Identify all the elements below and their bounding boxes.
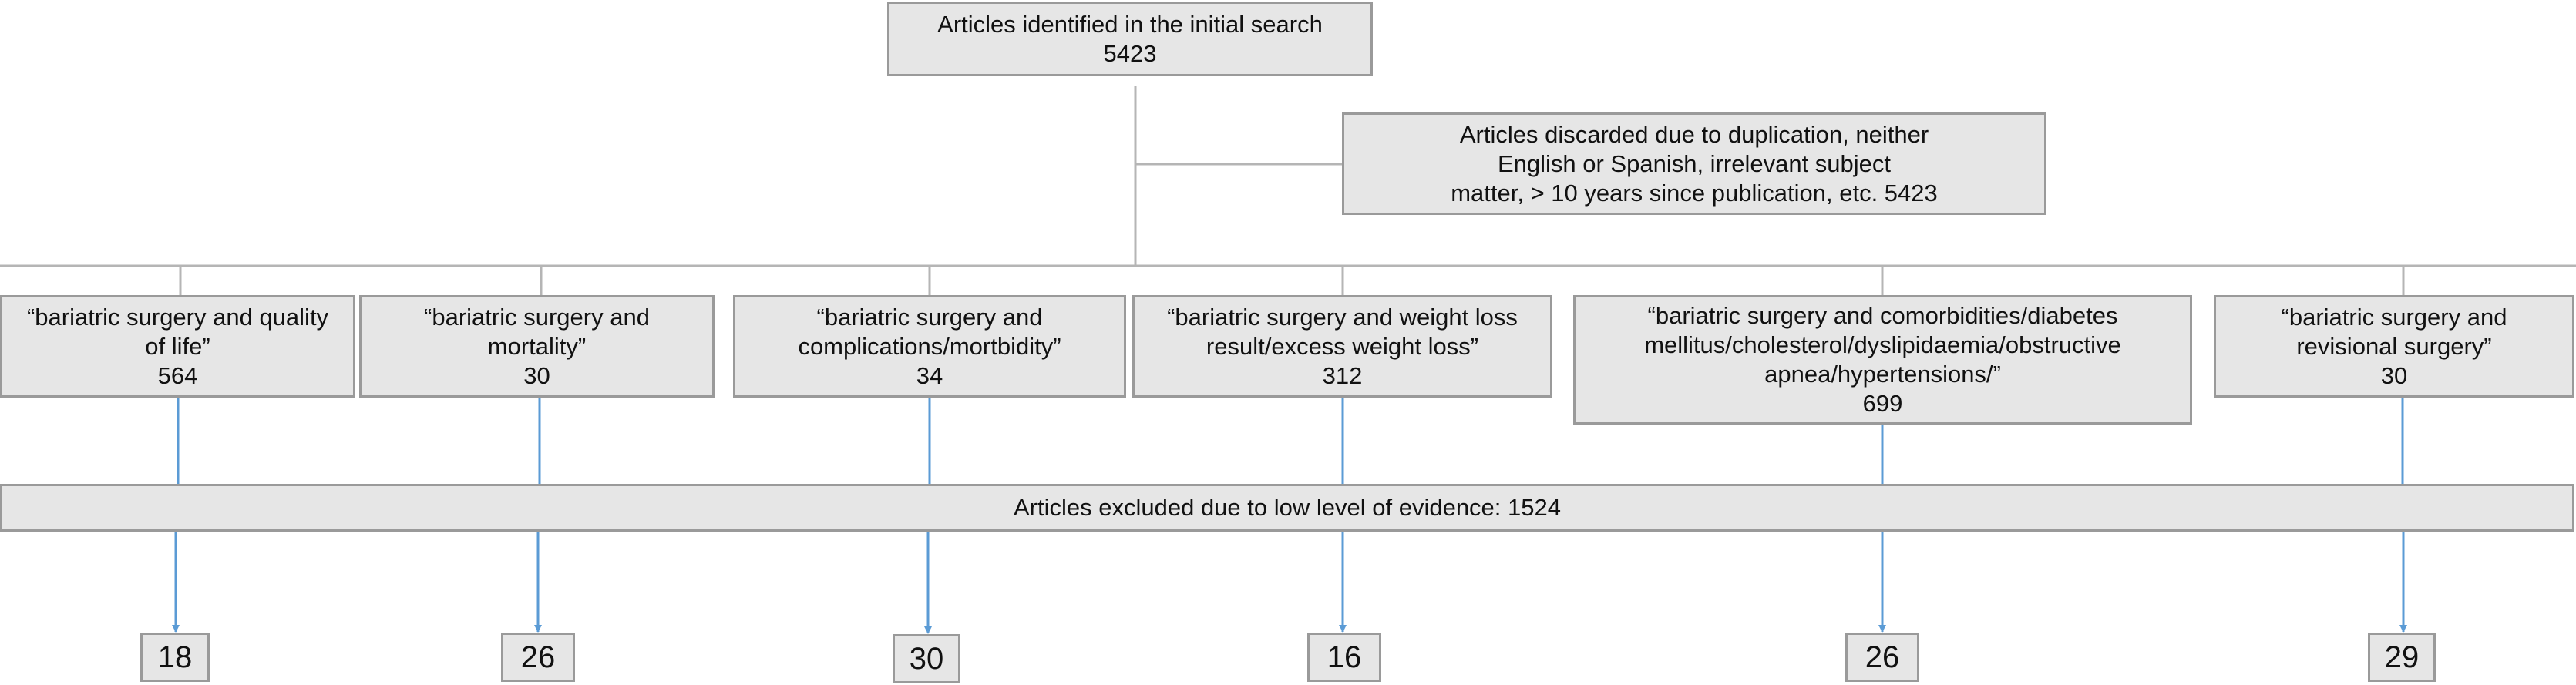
category-label: “bariatric surgery and xyxy=(816,303,1043,331)
category-count: 699 xyxy=(1862,390,1903,417)
category-label: “bariatric surgery and comorbidities/dia… xyxy=(1647,302,2118,329)
category-box-complications: “bariatric surgery and complications/mor… xyxy=(733,295,1126,398)
initial-search-box: Articles identified in the initial searc… xyxy=(887,2,1373,76)
initial-search-count: 5423 xyxy=(1103,39,1157,67)
category-box-revisional-surgery: “bariatric surgery and revisional surger… xyxy=(2214,295,2574,398)
category-count: 34 xyxy=(916,361,943,389)
initial-search-title: Articles identified in the initial searc… xyxy=(937,10,1323,38)
result-count: 30 xyxy=(909,641,944,676)
result-box: 16 xyxy=(1307,633,1381,682)
category-label: result/excess weight loss” xyxy=(1206,332,1479,360)
result-count: 18 xyxy=(157,640,193,674)
category-count: 312 xyxy=(1322,361,1363,389)
result-box: 26 xyxy=(501,633,575,682)
excluded-box: Articles excluded due to low level of ev… xyxy=(0,484,2574,532)
category-label: revisional surgery” xyxy=(2296,332,2492,360)
result-count: 29 xyxy=(2384,640,2420,674)
category-label: “bariatric surgery and weight loss xyxy=(1167,303,1518,331)
discarded-line: Articles discarded due to duplication, n… xyxy=(1459,120,1929,148)
category-box-mortality: “bariatric surgery and mortality” 30 xyxy=(359,295,715,398)
result-count: 26 xyxy=(520,640,556,674)
category-label: apnea/hypertensions/” xyxy=(1764,361,2001,388)
category-label: “bariatric surgery and quality xyxy=(26,303,329,331)
result-box: 18 xyxy=(140,633,210,682)
discarded-box: Articles discarded due to duplication, n… xyxy=(1342,112,2046,215)
result-box: 26 xyxy=(1845,633,1919,682)
result-box: 29 xyxy=(2368,633,2436,682)
discarded-line: matter, > 10 years since publication, et… xyxy=(1451,179,1938,207)
result-arrows xyxy=(172,532,2407,634)
result-count: 26 xyxy=(1865,640,1900,674)
category-box-comorbidities: “bariatric surgery and comorbidities/dia… xyxy=(1573,295,2192,425)
category-drop-lines xyxy=(179,266,2405,295)
category-label: of life” xyxy=(145,332,210,360)
category-count: 30 xyxy=(523,361,550,389)
excluded-text: Articles excluded due to low level of ev… xyxy=(1014,494,1561,521)
category-label: mortality” xyxy=(487,332,587,360)
result-count: 16 xyxy=(1327,640,1362,674)
category-count: 30 xyxy=(2380,361,2408,389)
discarded-line: English or Spanish, irrelevant subject xyxy=(1497,149,1892,177)
category-box-weight-loss: “bariatric surgery and weight loss resul… xyxy=(1132,295,1552,398)
category-count: 564 xyxy=(157,361,198,389)
category-box-quality-of-life: “bariatric surgery and quality of life” … xyxy=(0,295,355,398)
category-label: “bariatric surgery and xyxy=(2281,303,2507,331)
category-label: complications/mortbidity” xyxy=(798,332,1061,360)
category-label: “bariatric surgery and xyxy=(424,303,650,331)
category-to-excluded-lines xyxy=(177,398,2404,484)
category-label: mellitus/cholesterol/dyslipidaemia/obstr… xyxy=(1644,331,2121,358)
result-box: 30 xyxy=(893,634,960,683)
